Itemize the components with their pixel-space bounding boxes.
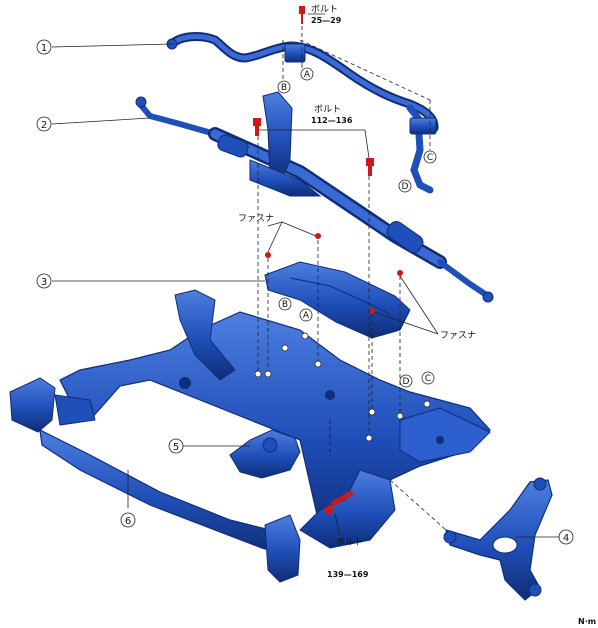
bolt-mid-left-icon [253, 118, 261, 136]
fastener-right-1-icon [397, 270, 403, 276]
svg-text:6: 6 [125, 516, 131, 527]
svg-text:B: B [282, 300, 288, 310]
alignment-lines [257, 26, 447, 531]
svg-text:4: 4 [563, 533, 569, 544]
letter-a-top: A [300, 67, 314, 81]
fastener-right-label: ファスナ [440, 330, 476, 341]
fasteners-red [253, 6, 403, 516]
letter-d-bottom: D [399, 374, 413, 388]
svg-text:D: D [402, 182, 409, 192]
bolt-bottom-torque: 139—169 [327, 570, 369, 579]
bolt-top-label: ボルト [311, 4, 338, 15]
leader-lines [51, 13, 562, 538]
fastener-left-1-icon [265, 252, 271, 258]
svg-text:D: D [403, 377, 410, 387]
under-cover-plate [264, 261, 411, 339]
svg-text:1: 1 [41, 43, 47, 54]
letter-c-bottom: C [421, 371, 435, 385]
callout-1: 1 [36, 39, 52, 55]
svg-text:C: C [427, 153, 433, 163]
mount-holes [254, 332, 431, 442]
svg-text:3: 3 [41, 277, 47, 288]
letter-b-top: B [277, 80, 291, 94]
steering-gear-linkage [135, 91, 494, 303]
units-label: N·m [578, 617, 596, 626]
svg-text:B: B [281, 83, 287, 93]
fastener-right-2-icon [369, 308, 375, 314]
lower-arm [443, 477, 553, 601]
letter-a-bottom: A [299, 308, 313, 322]
fastener-left-2-icon [315, 233, 321, 239]
bolt-mid-label: ボルト [314, 104, 341, 115]
bolt-mid-right-icon [366, 158, 374, 176]
svg-text:C: C [425, 374, 431, 384]
svg-text:2: 2 [41, 120, 47, 131]
stabilizer-bar [166, 32, 439, 194]
letter-b-bottom: B [278, 297, 292, 311]
callout-2: 2 [36, 116, 52, 132]
bolt-mid-torque: 112—136 [311, 116, 353, 125]
callout-6: 6 [120, 512, 136, 528]
callout-5: 5 [168, 438, 184, 454]
fastener-left-label: ファスナ [238, 213, 274, 224]
bolt-top-torque: 25—29 [311, 16, 342, 25]
bolt-bottom-label: ボルト [336, 537, 363, 548]
bolt-bottom-icon [323, 490, 354, 516]
letter-c-top: C [423, 150, 437, 164]
svg-text:A: A [303, 311, 310, 321]
engine-rear-mount [229, 429, 301, 479]
bolt-top-icon [299, 6, 305, 24]
svg-text:A: A [304, 70, 311, 80]
callout-3: 3 [36, 273, 52, 289]
letter-d-top: D [398, 179, 412, 193]
svg-text:5: 5 [173, 442, 179, 453]
callout-4: 4 [558, 529, 574, 545]
front-crossmember [9, 289, 491, 583]
